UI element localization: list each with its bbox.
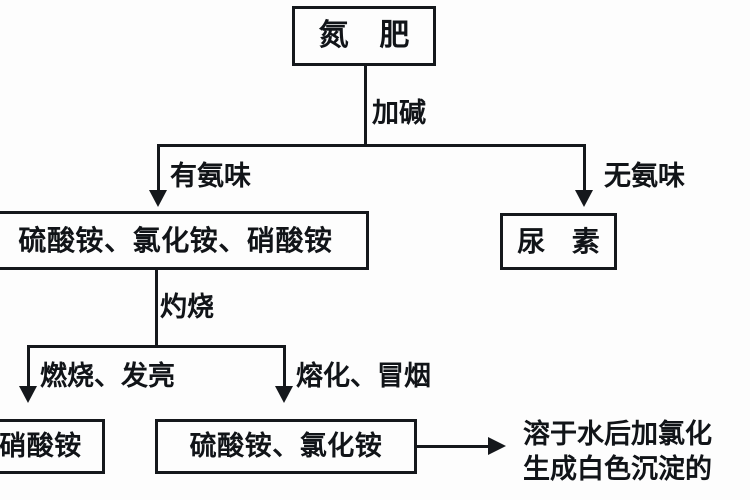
- connector-right-branch: [583, 144, 586, 192]
- connector-fertilizer-stem: [364, 66, 367, 146]
- node-ammonium-nitrate: 硝酸铵: [0, 419, 105, 474]
- node-sulfate-and-chloride: 硫酸铵、氯化铵: [155, 419, 417, 474]
- node-nitrogen-fertilizer-label: 氮 肥: [318, 18, 420, 53]
- connector-lower-left-branch: [27, 345, 30, 388]
- edge-label-ignite: 灼烧: [160, 292, 214, 323]
- conclusion-line-2: 生成白色沉淀的: [523, 453, 712, 485]
- node-urea-label: 尿 素: [517, 224, 609, 258]
- edge-label-add-alkali: 加碱: [372, 98, 426, 129]
- edge-label-melt-and-smoke: 熔化、冒烟: [296, 361, 431, 392]
- arrowhead-lower-left-branch: [19, 386, 37, 403]
- connector-split-bar-top: [157, 144, 586, 147]
- conclusion-text: 溶于水后加氯化 生成白色沉淀的: [523, 418, 750, 487]
- connector-lower-right-branch: [283, 345, 286, 388]
- connector-left-branch: [157, 144, 160, 192]
- node-sulfate-and-chloride-label: 硫酸铵、氯化铵: [189, 431, 383, 462]
- connector-split-bar-bottom: [27, 345, 286, 348]
- node-ammonium-nitrate-label: 硝酸铵: [0, 431, 82, 462]
- arrowhead-left-branch: [149, 190, 167, 207]
- node-urea: 尿 素: [500, 213, 617, 270]
- edge-label-no-ammonia-smell: 无氨味: [604, 161, 685, 192]
- conclusion-line-1: 溶于水后加氯化: [523, 419, 712, 450]
- connector-ammonium-stem: [155, 270, 158, 346]
- node-ammonium-salts: 硫酸铵、氯化铵、硝酸铵: [0, 211, 369, 270]
- node-ammonium-salts-label: 硫酸铵、氯化铵、硝酸铵: [18, 223, 333, 257]
- arrowhead-right-branch: [575, 190, 593, 207]
- arrowhead-to-conclusion: [488, 437, 506, 455]
- connector-to-conclusion: [417, 445, 490, 448]
- edge-label-burn-and-glow: 燃烧、发亮: [40, 361, 175, 392]
- arrowhead-lower-right-branch: [275, 386, 293, 403]
- node-nitrogen-fertilizer: 氮 肥: [292, 6, 436, 66]
- edge-label-has-ammonia-smell: 有氨味: [170, 161, 251, 192]
